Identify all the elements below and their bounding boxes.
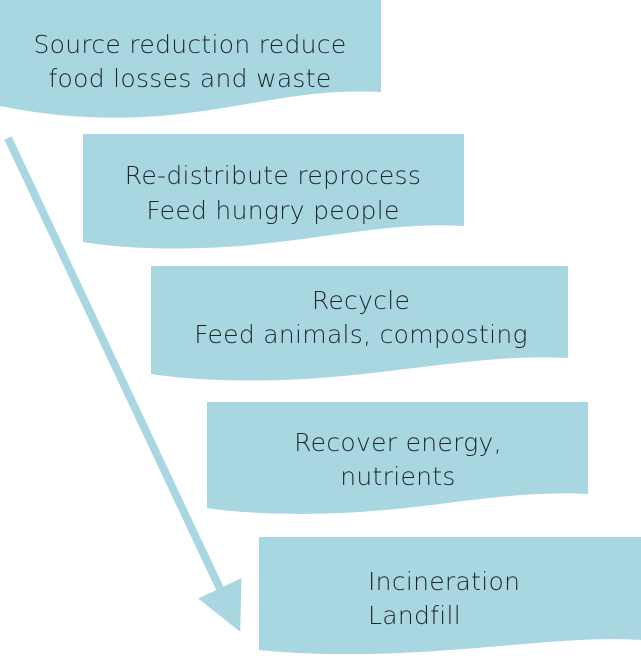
down-right-arrow-icon	[4, 136, 242, 632]
document-shape	[0, 0, 381, 118]
step-box-disposal: Incineration Landfill	[259, 537, 641, 655]
step-line: Feed hungry people	[146, 196, 399, 225]
step-line: Incineration	[368, 567, 520, 596]
document-shape	[151, 266, 568, 381]
step-line: Recover energy,	[294, 428, 502, 457]
document-shape	[259, 537, 641, 655]
step-box-source-reduction: Source reduction reduce food losses and …	[0, 0, 381, 118]
step-box-redistribute: Re-distribute reprocess Feed hungry peop…	[83, 134, 464, 249]
step-line: Landfill	[368, 601, 461, 630]
step-box-recycle: Recycle Feed animals, composting	[151, 266, 568, 381]
step-line: food losses and waste	[48, 64, 331, 93]
step-line: Source reduction reduce	[33, 30, 346, 59]
step-box-recover: Recover energy, nutrients	[207, 402, 588, 514]
step-line: nutrients	[340, 462, 455, 491]
document-shape	[83, 134, 464, 249]
step-line: Recycle	[312, 286, 410, 315]
step-line: Feed animals, composting	[194, 320, 528, 349]
step-line: Re-distribute reprocess	[125, 161, 421, 190]
document-shape	[207, 402, 588, 514]
